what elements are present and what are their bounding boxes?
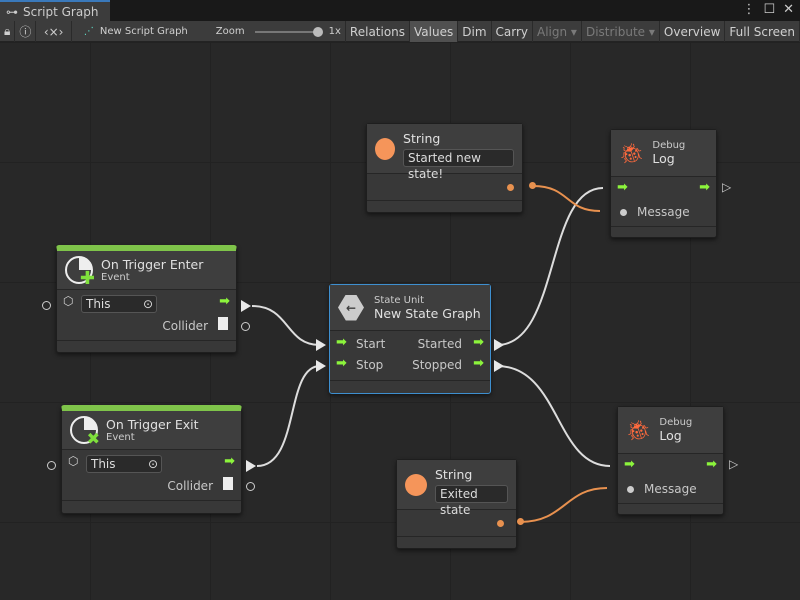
- bug-icon: 🐞︎: [619, 141, 645, 165]
- stopped-output-port[interactable]: ➡: [473, 356, 484, 371]
- stop-input-connector[interactable]: [316, 360, 326, 372]
- collider-file-icon: [223, 477, 233, 490]
- control-wire: [496, 187, 604, 346]
- value-wire: [532, 185, 601, 212]
- tab-script-graph[interactable]: ⊶Script Graph: [0, 0, 110, 21]
- variables-icon[interactable]: ‹×›: [36, 21, 72, 42]
- gameobject-icon: ⬡: [68, 454, 79, 468]
- string-value-field[interactable]: Started new state!: [403, 148, 514, 181]
- value-wire: [519, 487, 608, 523]
- control-output-port[interactable]: ➡: [224, 454, 235, 469]
- control-output-connector[interactable]: ▷: [722, 180, 732, 194]
- control-output-port[interactable]: ➡: [699, 180, 710, 195]
- control-wire: [256, 365, 321, 467]
- input-port[interactable]: [47, 461, 56, 470]
- message-port[interactable]: [627, 486, 634, 493]
- started-output-connector[interactable]: [494, 339, 504, 351]
- string-output-port[interactable]: [507, 184, 514, 191]
- control-output-connector[interactable]: [246, 460, 256, 472]
- zoom-slider-handle[interactable]: [312, 26, 323, 37]
- close-icon[interactable]: ✕: [783, 2, 794, 17]
- target-field[interactable]: This⊙: [86, 455, 162, 473]
- hierarchy-icon: ⊶: [6, 4, 18, 19]
- collider-output-port[interactable]: [241, 322, 250, 331]
- zoom-value: 1x: [328, 26, 341, 37]
- graph-icon: ⋰: [83, 26, 94, 37]
- toolbar-button-carry[interactable]: Carry: [492, 21, 534, 42]
- info-icon[interactable]: ⓘ: [15, 21, 37, 42]
- toolbar-button-dim[interactable]: Dim: [458, 21, 492, 42]
- stop-input-port[interactable]: ➡: [336, 356, 347, 371]
- control-wire: [251, 305, 321, 346]
- collider-file-icon: [218, 317, 228, 330]
- trigger-enter-icon: ✚: [65, 256, 95, 288]
- graph-breadcrumb: ⋰ New Script Graph Zoom 1x: [72, 21, 346, 42]
- message-port[interactable]: [620, 209, 627, 216]
- string-node[interactable]: String Exited state: [396, 459, 517, 549]
- title-bar: ⊶Script Graph ⋮ ☐ ✕: [0, 0, 800, 21]
- toolbar: 🔒︎ ⓘ ‹×› ⋰ New Script Graph Zoom 1x Rela…: [0, 21, 800, 42]
- trigger-exit-icon: ✖: [70, 416, 100, 447]
- input-port[interactable]: [42, 301, 51, 310]
- more-icon[interactable]: ⋮: [742, 2, 756, 17]
- toolbar-button-values[interactable]: Values: [410, 21, 459, 42]
- string-output-connector[interactable]: [517, 518, 524, 525]
- string-icon: [375, 137, 396, 160]
- toolbar-button-distribute[interactable]: Distribute ▾: [582, 21, 660, 42]
- string-icon: [405, 473, 427, 496]
- stopped-output-connector[interactable]: [494, 360, 504, 372]
- string-value-field[interactable]: Exited state: [435, 484, 508, 517]
- control-wire: [496, 365, 611, 467]
- collider-output-port[interactable]: [246, 482, 255, 491]
- lock-icon[interactable]: 🔒︎: [0, 21, 16, 42]
- toolbar-button-relations[interactable]: Relations: [346, 21, 411, 42]
- control-output-connector[interactable]: [241, 300, 251, 312]
- toolbar-button-align[interactable]: Align ▾: [533, 21, 582, 42]
- bug-icon: 🐞︎: [626, 418, 652, 442]
- string-node[interactable]: String Started new state!: [366, 123, 523, 213]
- zoom-label: Zoom: [215, 26, 245, 37]
- gameobject-icon: ⬡: [63, 294, 74, 308]
- control-output-port[interactable]: ➡: [706, 457, 717, 472]
- object-picker-icon: ⊙: [147, 457, 158, 471]
- graph-name[interactable]: New Script Graph: [99, 26, 188, 37]
- string-output-connector[interactable]: [529, 182, 536, 189]
- control-output-port[interactable]: ➡: [219, 294, 230, 309]
- string-output-port[interactable]: [497, 520, 504, 527]
- maximize-icon[interactable]: ☐: [763, 2, 776, 17]
- start-input-connector[interactable]: [316, 339, 326, 351]
- zoom-slider[interactable]: [254, 26, 323, 37]
- object-picker-icon: ⊙: [142, 297, 153, 311]
- control-input-port[interactable]: ➡: [624, 457, 635, 472]
- state-unit-icon: ←: [338, 294, 364, 321]
- control-input-port[interactable]: ➡: [617, 180, 628, 195]
- toolbar-button-overview[interactable]: Overview: [660, 21, 726, 42]
- target-field[interactable]: This⊙: [81, 295, 157, 313]
- start-input-port[interactable]: ➡: [336, 335, 347, 350]
- control-output-connector[interactable]: ▷: [729, 457, 739, 471]
- started-output-port[interactable]: ➡: [473, 335, 484, 350]
